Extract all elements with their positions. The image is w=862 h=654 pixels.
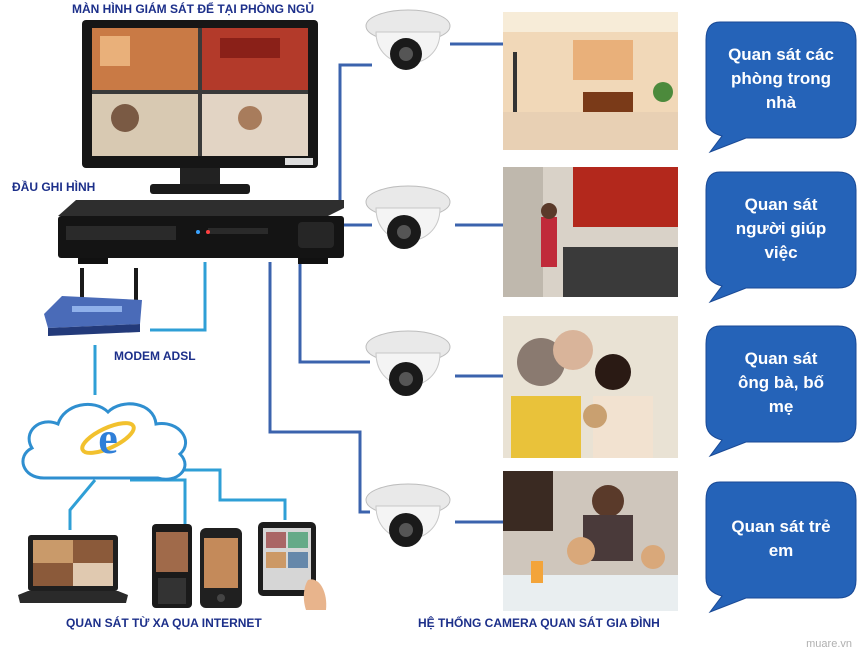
dome-camera-icon	[364, 4, 452, 84]
wire-laptop	[68, 479, 97, 530]
bubble-grandparents: Quan sát ông bà, bố mẹ	[705, 325, 857, 458]
bubble-helper: Quan sát người giúp việc	[705, 171, 857, 304]
dvr-recorder	[58, 198, 346, 266]
dvr-label: ĐẦU GHI HÌNH	[12, 180, 96, 194]
monitor	[80, 18, 320, 198]
laptop-illustration	[18, 535, 128, 603]
watermark: muare.vn	[806, 638, 852, 650]
bubble-rooms-line-2: phòng trong	[731, 69, 831, 88]
photo-children	[503, 471, 678, 611]
smartphones	[150, 524, 250, 610]
wire-tablet	[160, 468, 287, 520]
internet-explorer-icon: e	[80, 414, 136, 463]
phones-illustration	[152, 524, 242, 608]
cloud-illustration	[21, 402, 187, 481]
bubble-grandparents-line-2: ông bà, bố	[738, 373, 824, 392]
svg-text:e: e	[98, 414, 118, 463]
dome-camera-icon	[364, 325, 452, 409]
bubble-helper-line-3: việc	[764, 243, 797, 262]
dome-camera-icon	[364, 478, 452, 562]
adsl-modem	[42, 266, 152, 338]
system-label: HỆ THỐNG CAMERA QUAN SÁT GIA ĐÌNH	[418, 616, 660, 630]
photo-kitchen	[503, 167, 678, 297]
bubble-children-line-2: em	[769, 541, 794, 560]
wire-phones	[130, 478, 187, 525]
tablet	[256, 520, 332, 612]
monitor-label: MÀN HÌNH GIÁM SÁT ĐỂ TẠI PHÒNG NGỦ	[72, 2, 314, 16]
bubble-rooms: Quan sát các phòng trong nhà	[705, 21, 857, 154]
bubble-grandparents-line-1: Quan sát	[745, 349, 818, 368]
bubble-helper-line-2: người giúp	[736, 219, 827, 238]
wire-camera-3	[298, 262, 370, 364]
bubble-grandparents-line-3: mẹ	[769, 397, 794, 416]
bubble-children-line-1: Quan sát trẻ	[731, 517, 830, 536]
dvr-illustration	[58, 200, 344, 264]
modem-label: MODEM ADSL	[114, 349, 196, 363]
photo-living-room	[503, 12, 678, 150]
tablet-illustration	[258, 522, 327, 610]
bubble-rooms-line-1: Quan sát các	[728, 45, 834, 64]
modem-illustration	[44, 268, 142, 336]
laptop	[18, 533, 128, 611]
wire-camera-4	[268, 262, 370, 514]
dome-camera-icon	[364, 180, 452, 264]
bubble-helper-line-1: Quan sát	[745, 195, 818, 214]
bubble-rooms-line-3: nhà	[766, 93, 797, 112]
bubble-children: Quan sát trẻ em	[705, 481, 857, 614]
wire-camera-1	[338, 63, 372, 205]
internet-cloud: e	[14, 392, 199, 492]
remote-label: QUAN SÁT TỪ XA QUA INTERNET	[66, 616, 262, 630]
photo-grandparents	[503, 316, 678, 458]
wire-modem	[150, 262, 207, 332]
monitor-illustration	[82, 20, 318, 194]
